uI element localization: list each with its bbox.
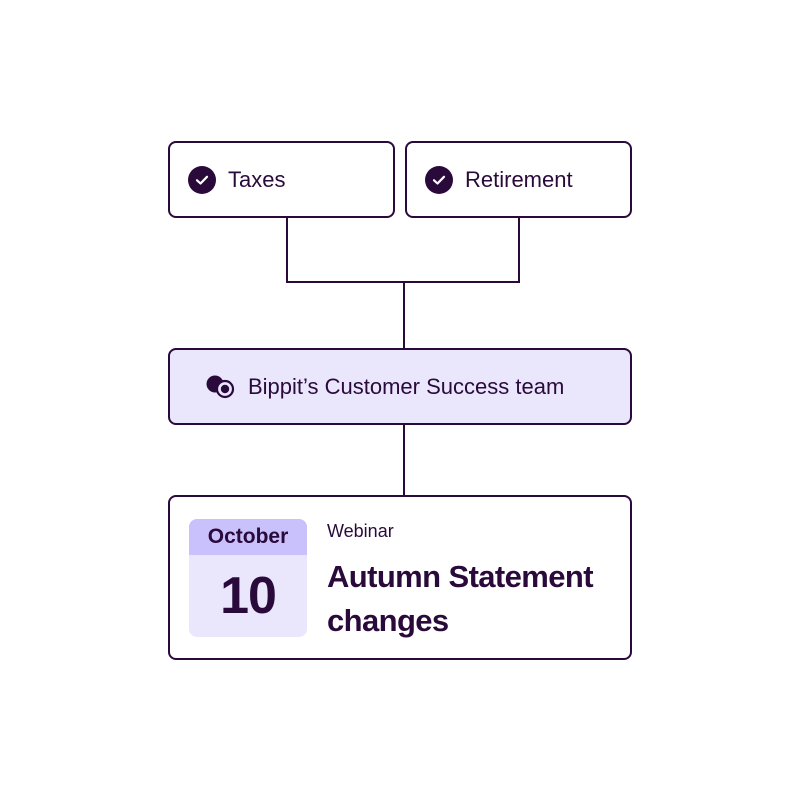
event-type-label: Webinar [327, 521, 394, 541]
webinar-event-card: October 10 Webinar Autumn Statement chan… [168, 495, 632, 660]
topic-label: Retirement [465, 166, 573, 192]
calendar-date-badge: October 10 [189, 519, 307, 637]
chat-bubbles-icon [204, 373, 238, 401]
check-circle-icon [425, 165, 453, 194]
topic-box-retirement: Retirement [405, 141, 632, 218]
check-circle-icon [188, 165, 216, 194]
customer-success-team-box: Bippit’s Customer Success team [168, 348, 632, 425]
calendar-day: 10 [220, 567, 277, 625]
topics-merge-connector [286, 218, 520, 283]
team-label: Bippit’s Customer Success team [248, 373, 565, 399]
event-title: Autumn Statement changes [327, 559, 594, 638]
topic-box-taxes: Taxes [168, 141, 395, 218]
calendar-month: October [189, 519, 307, 555]
topic-label: Taxes [228, 166, 286, 192]
